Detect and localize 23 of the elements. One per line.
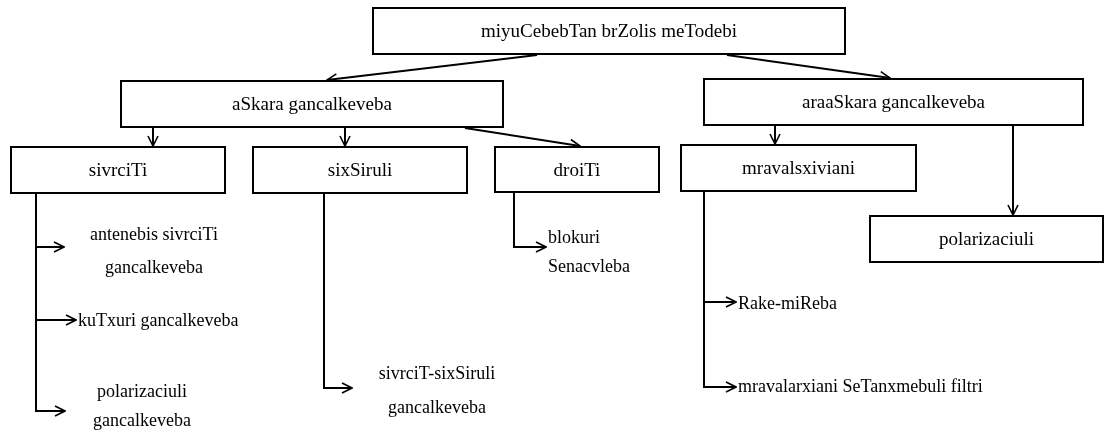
method-label: polarizaciuli gancalkeveba xyxy=(67,377,217,435)
method-label: Rake-miReba xyxy=(738,291,878,315)
category-box: aSkara gancalkeveba xyxy=(120,80,504,128)
category-box: polarizaciuli xyxy=(869,215,1104,263)
category-box: sixSiruli xyxy=(252,146,468,194)
category-box: mravalsxiviani xyxy=(680,144,917,192)
method-label: sivrciT-sixSiruli gancalkeveba xyxy=(354,356,520,424)
category-box: araaSkara gancalkeveba xyxy=(703,78,1084,126)
branch-arrow xyxy=(323,193,353,394)
method-label: antenebis sivrciTi gancalkeveba xyxy=(66,218,242,284)
branch-arrow xyxy=(703,191,737,393)
category-box: miyuCebebTan brZolis meTodebi xyxy=(372,7,846,55)
category-box: droiTi xyxy=(494,146,660,193)
arrow xyxy=(339,127,351,147)
arrow xyxy=(147,127,159,147)
method-label: kuTxuri gancalkeveba xyxy=(78,308,303,332)
branch-arrow xyxy=(513,192,547,253)
category-box: sivrciTi xyxy=(10,146,226,194)
arrow xyxy=(769,125,781,145)
branch-arrow xyxy=(35,193,66,417)
arrow xyxy=(1007,125,1019,216)
method-label: mravalarxiani SeTanxmebuli filtri xyxy=(738,374,1078,398)
method-label: blokuri Senacvleba xyxy=(548,223,663,281)
